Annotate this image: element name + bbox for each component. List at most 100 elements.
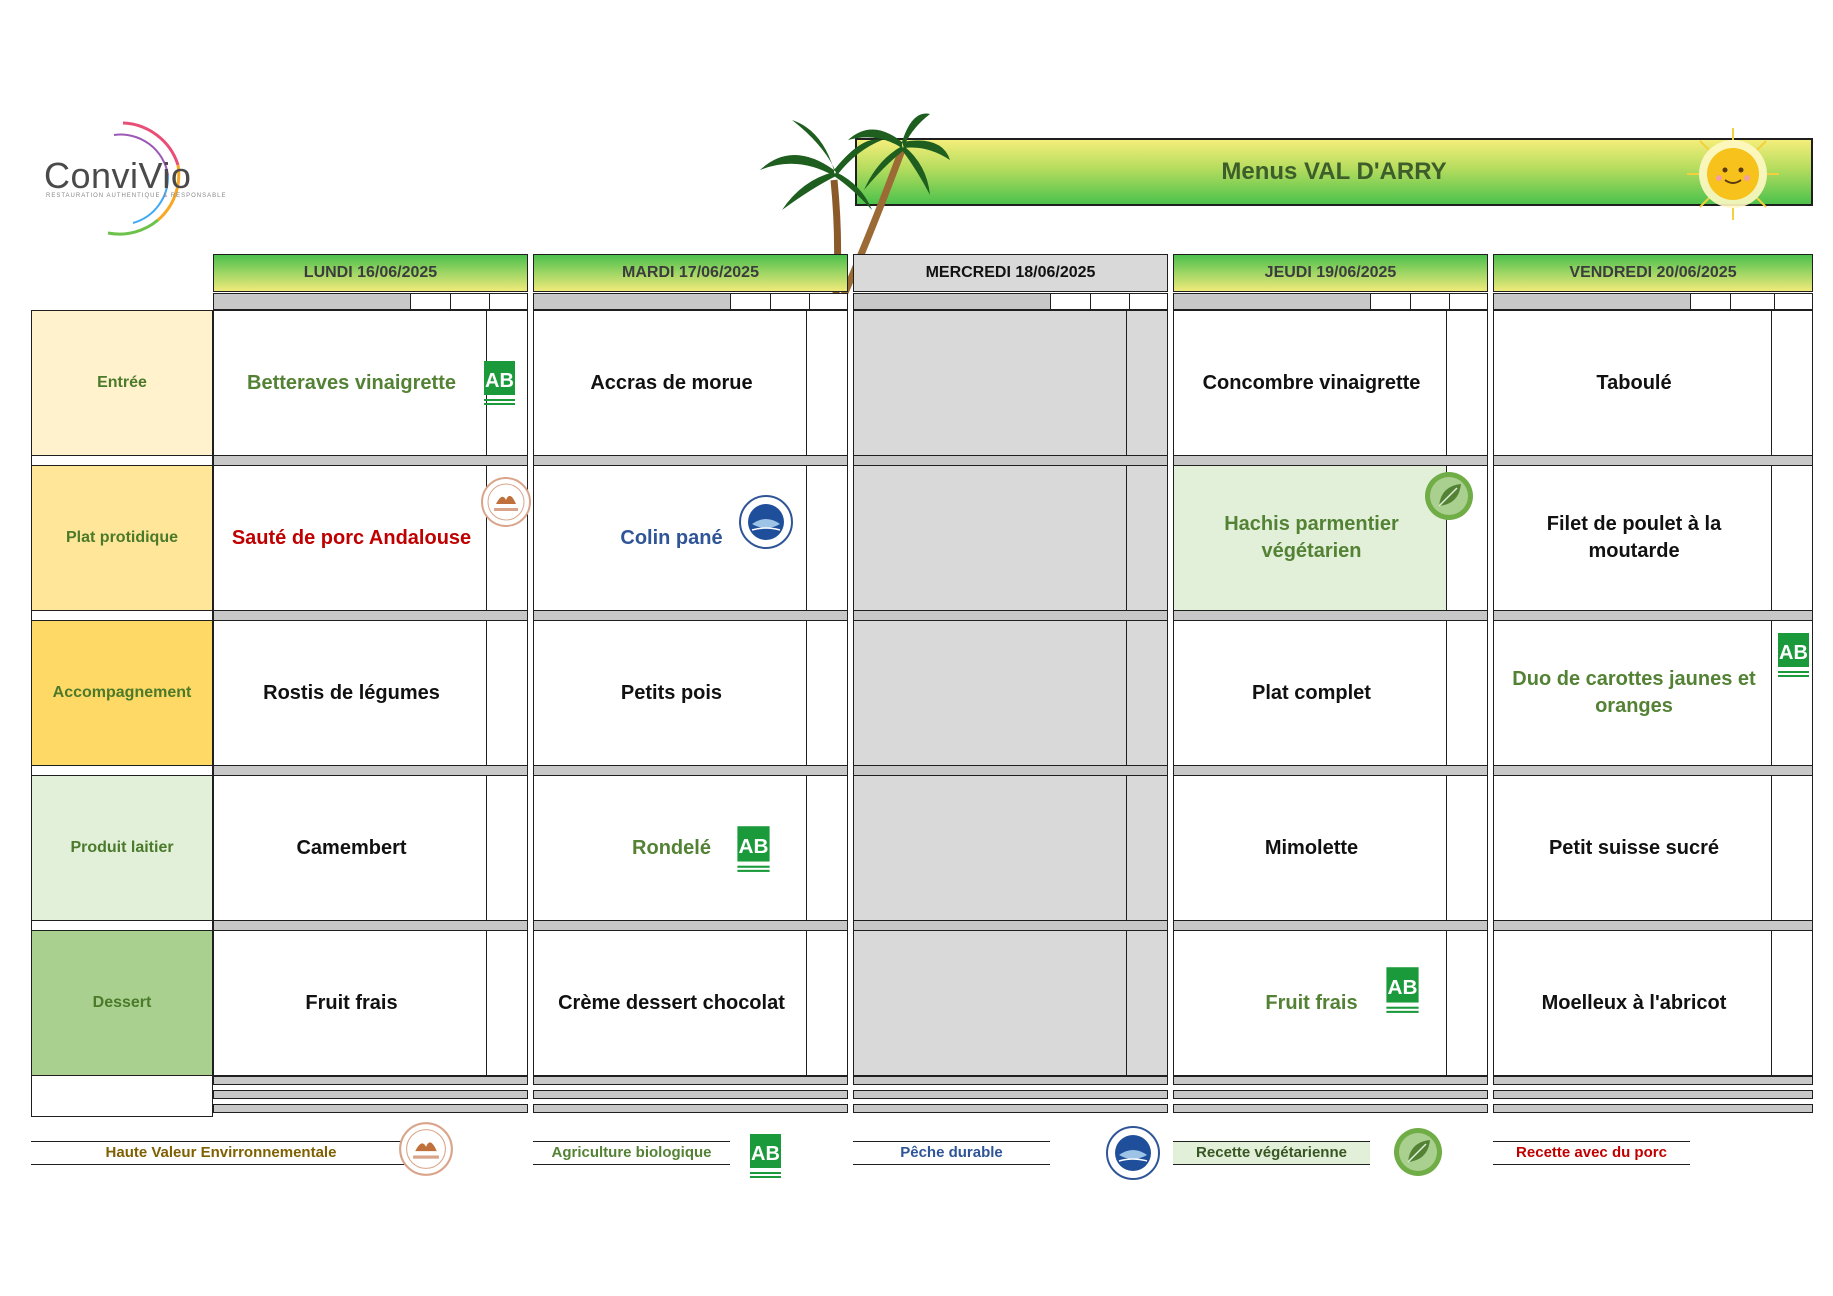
menu-cell-vendredi-dessert: Moelleux à l'abricot xyxy=(1493,930,1813,1076)
row-separator xyxy=(1493,766,1813,775)
day-header-mardi: MARDI 17/06/2025 xyxy=(533,254,848,292)
row-separator xyxy=(533,766,848,775)
menu-cell-lundi-dessert: Fruit frais xyxy=(213,930,528,1076)
palm-trees-icon xyxy=(760,113,950,297)
bottom-strip xyxy=(853,1090,1168,1099)
dish-name: Betteraves vinaigrette xyxy=(247,371,456,394)
dish-name: Fruit frais xyxy=(305,991,398,1014)
dish-name: Petit suisse sucré xyxy=(1548,836,1720,859)
menu-cell-vendredi-plat: Filet de poulet à la moutarde xyxy=(1493,465,1813,611)
dish-name: Colin pané xyxy=(620,526,723,549)
row-separator xyxy=(213,921,528,930)
category-plat: Plat protidique xyxy=(31,465,213,611)
cell-side xyxy=(1771,466,1812,610)
row-separator xyxy=(533,456,848,465)
day-header-jeudi: JEUDI 19/06/2025 xyxy=(1173,254,1488,292)
bottom-strip xyxy=(1493,1090,1813,1099)
cell-side xyxy=(1446,776,1487,920)
header-substrip xyxy=(1173,293,1488,310)
svg-text:AB: AB xyxy=(751,1143,780,1165)
ab-bio-icon: AB xyxy=(750,1134,781,1178)
sun-icon xyxy=(1687,128,1779,220)
dish-name: Hachis parmentier végétarien xyxy=(1224,513,1399,562)
menu-cell-mercredi-plat xyxy=(853,465,1168,611)
dish-name: Filet de poulet à la moutarde xyxy=(1546,513,1722,562)
dish-name: Mimolette xyxy=(1264,836,1359,859)
menu-cell-lundi-plat: Sauté de porc Andalouse xyxy=(213,465,531,611)
bottom-strip xyxy=(533,1076,848,1085)
day-header-mercredi: MERCREDI 18/06/2025 xyxy=(853,254,1168,292)
dish-name: Camembert xyxy=(296,836,407,859)
category-spacer xyxy=(31,766,213,775)
bottom-strip xyxy=(1493,1076,1813,1085)
category-dessert: Dessert xyxy=(31,930,213,1076)
row-separator xyxy=(1173,766,1488,775)
menu-cell-lundi-laitier: Camembert xyxy=(213,775,528,921)
row-separator xyxy=(1493,611,1813,620)
row-separator xyxy=(1173,611,1488,620)
category-spacer xyxy=(31,921,213,930)
cell-side xyxy=(806,931,847,1075)
cell-side xyxy=(806,466,847,610)
bottom-strip xyxy=(213,1090,528,1099)
dish-name: Taboulé xyxy=(1596,371,1672,394)
dish-name: Rostis de légumes xyxy=(263,681,440,704)
row-separator xyxy=(213,611,528,620)
row-separator xyxy=(853,921,1168,930)
category-spacer xyxy=(31,1076,213,1117)
category-laitier: Produit laitier xyxy=(31,775,213,921)
peche-durable-icon xyxy=(739,495,793,549)
cell-side xyxy=(1126,931,1167,1075)
dish-name: Moelleux à l'abricot xyxy=(1541,991,1727,1014)
day-header-vendredi: VENDREDI 20/06/2025 xyxy=(1493,254,1813,292)
svg-text:AB: AB xyxy=(1388,976,1418,999)
menu-cell-jeudi-accompagnement: Plat complet xyxy=(1173,620,1488,766)
row-separator xyxy=(853,456,1168,465)
vegetarian-leaf-icon xyxy=(1394,1128,1442,1176)
category-entree: Entrée xyxy=(31,310,213,456)
category-spacer xyxy=(31,611,213,620)
dish-name: Duo de carottes jaunes et oranges xyxy=(1512,668,1756,717)
menu-cell-jeudi-laitier: Mimolette xyxy=(1173,775,1488,921)
ab-bio-icon: AB xyxy=(484,361,515,405)
legend-hve: Haute Valeur Envirronnementale xyxy=(31,1141,411,1165)
category-spacer xyxy=(31,456,213,465)
dish-name: Concombre vinaigrette xyxy=(1202,371,1421,394)
dish-name: Plat complet xyxy=(1252,681,1371,704)
bottom-strip xyxy=(213,1076,528,1085)
cell-side xyxy=(806,311,847,455)
row-separator xyxy=(213,766,528,775)
ab-bio-icon: AB xyxy=(737,826,770,872)
dish-name: Accras de morue xyxy=(590,371,753,394)
vegetarian-leaf-icon xyxy=(1425,472,1473,520)
convivio-logo-rings xyxy=(107,121,181,236)
bottom-strip xyxy=(533,1104,848,1113)
menu-cell-mercredi-dessert xyxy=(853,930,1168,1076)
menu-cell-mardi-laitier: Rondelé AB xyxy=(533,775,848,921)
menu-cell-lundi-entree: Betteraves vinaigrette AB xyxy=(213,310,528,456)
row-separator xyxy=(1493,921,1813,930)
row-separator xyxy=(1173,921,1488,930)
header-substrip xyxy=(213,293,528,310)
menu-cell-jeudi-plat: Hachis parmentier végétarien xyxy=(1173,465,1488,611)
menu-cell-jeudi-entree: Concombre vinaigrette xyxy=(1173,310,1488,456)
cell-side xyxy=(1126,311,1167,455)
menu-cell-mardi-accompagnement: Petits pois xyxy=(533,620,848,766)
menu-cell-mardi-entree: Accras de morue xyxy=(533,310,848,456)
row-separator xyxy=(213,456,528,465)
row-separator xyxy=(1173,456,1488,465)
peche-durable-icon xyxy=(1106,1126,1160,1180)
header-substrip xyxy=(853,293,1168,310)
row-separator xyxy=(533,611,848,620)
row-separator xyxy=(1493,456,1813,465)
cell-side xyxy=(1771,311,1812,455)
cell-side xyxy=(1771,931,1812,1075)
svg-text:AB: AB xyxy=(739,835,769,858)
bottom-strip xyxy=(853,1076,1168,1085)
menu-cell-jeudi-dessert: Fruit frais AB xyxy=(1173,930,1488,1076)
cell-side xyxy=(486,621,527,765)
svg-text:AB: AB xyxy=(1779,642,1808,664)
cell-side xyxy=(486,931,527,1075)
dish-name: Crème dessert chocolat xyxy=(558,991,785,1014)
cell-side xyxy=(1126,621,1167,765)
